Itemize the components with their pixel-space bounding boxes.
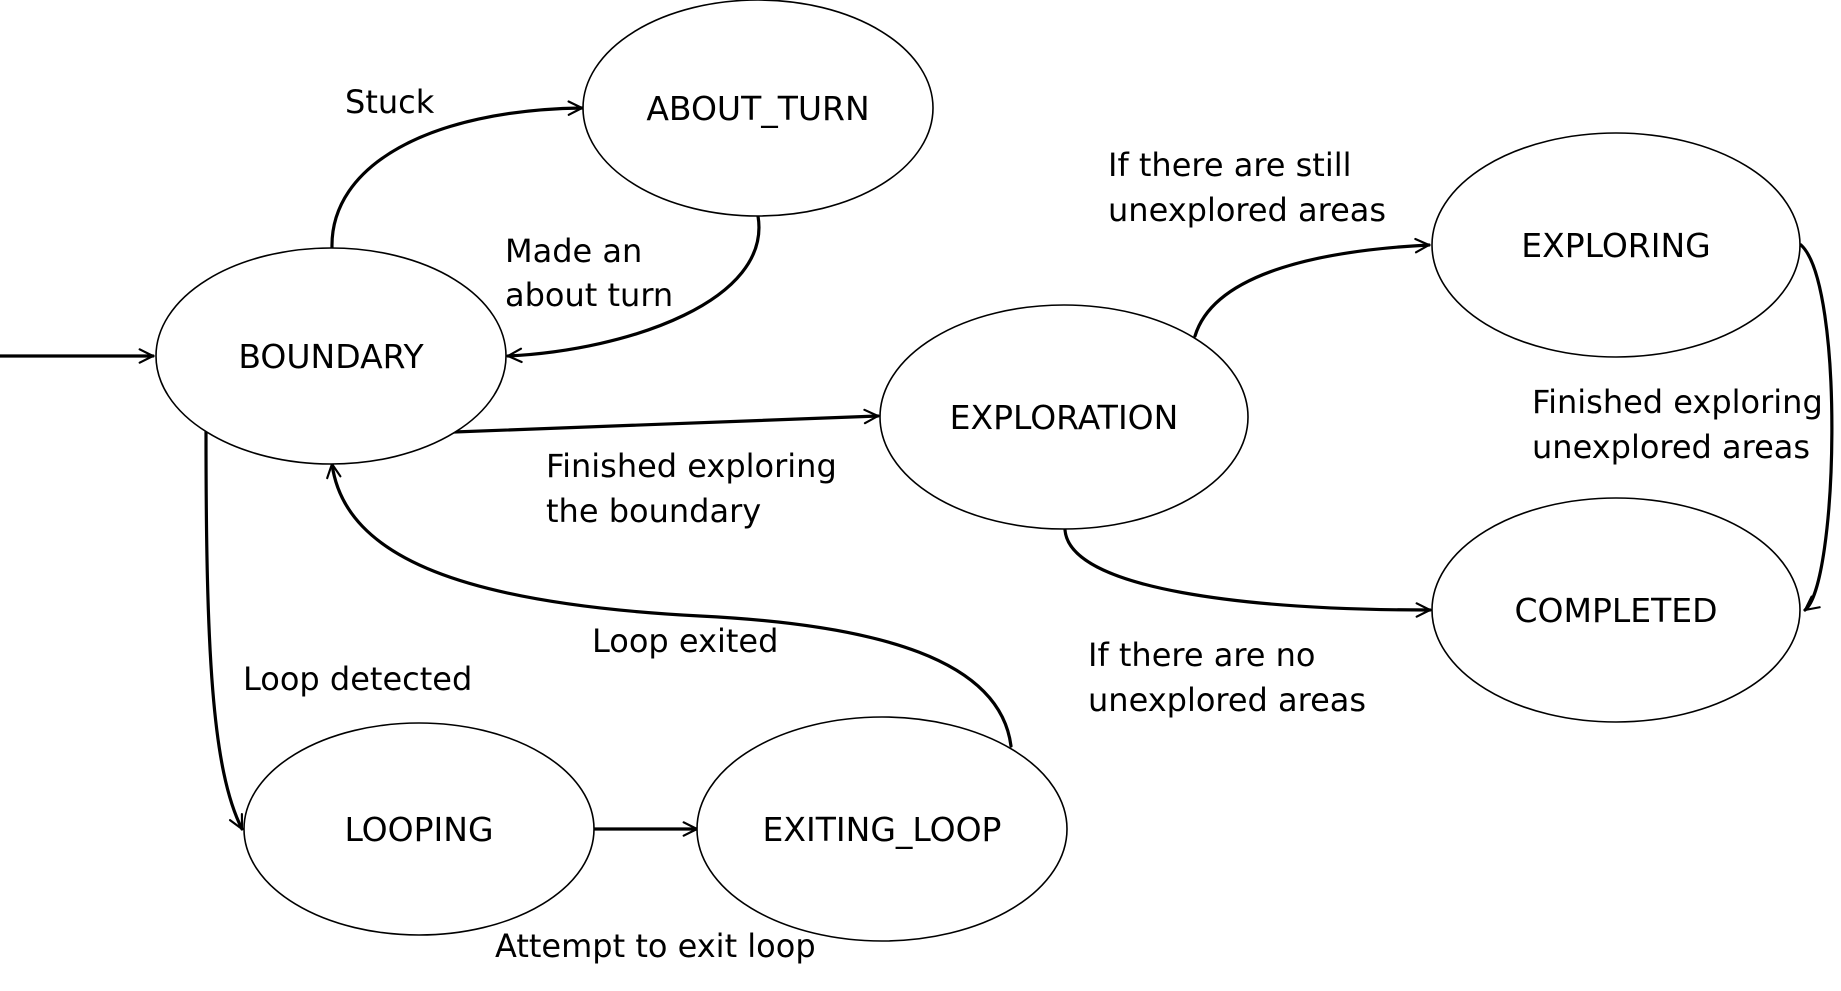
label-loop-detected: Loop detected <box>243 660 472 698</box>
label-still-unexplored-line1: If there are still <box>1108 146 1352 184</box>
label-finished-unexplored-line1: Finished exploring <box>1532 383 1823 421</box>
state-boundary: BOUNDARY <box>155 247 507 465</box>
state-label: COMPLETED <box>1514 591 1717 630</box>
state-label: LOOPING <box>344 810 493 849</box>
label-made-about-turn-line2: about turn <box>505 276 673 314</box>
state-looping: LOOPING <box>243 722 595 936</box>
edge-loop-exited <box>326 462 1013 748</box>
state-label: ABOUT_TURN <box>646 89 869 128</box>
label-no-unexplored-line2: unexplored areas <box>1088 681 1366 719</box>
state-exiting-loop: EXITING_LOOP <box>696 716 1068 942</box>
edge-made-about-turn <box>506 214 761 364</box>
state-exploring: EXPLORING <box>1431 132 1801 358</box>
label-finished-unexplored-line2: unexplored areas <box>1532 428 1810 466</box>
edge-finished-unexplored <box>1799 243 1834 612</box>
label-finished-boundary-line1: Finished exploring <box>546 447 837 485</box>
state-label: EXITING_LOOP <box>763 810 1002 849</box>
label-stuck: Stuck <box>345 83 435 121</box>
edge-no-unexplored <box>1063 528 1432 618</box>
edge-loop-detected <box>204 430 244 831</box>
edge-still-unexplored <box>1193 237 1431 338</box>
state-label: EXPLORING <box>1521 226 1710 265</box>
label-still-unexplored-line2: unexplored areas <box>1108 191 1386 229</box>
state-label: BOUNDARY <box>238 337 424 376</box>
label-attempt-exit: Attempt to exit loop <box>495 927 816 965</box>
state-exploration: EXPLORATION <box>879 304 1249 530</box>
edge-finished-boundary <box>452 408 880 434</box>
label-made-about-turn-line1: Made an <box>505 232 642 270</box>
state-about-turn: ABOUT_TURN <box>582 0 934 217</box>
label-finished-boundary-line2: the boundary <box>546 492 761 530</box>
state-completed: COMPLETED <box>1431 497 1801 723</box>
label-loop-exited: Loop exited <box>592 622 778 660</box>
label-no-unexplored-line1: If there are no <box>1088 636 1315 674</box>
state-label: EXPLORATION <box>950 398 1179 437</box>
edge-stuck <box>330 100 584 250</box>
